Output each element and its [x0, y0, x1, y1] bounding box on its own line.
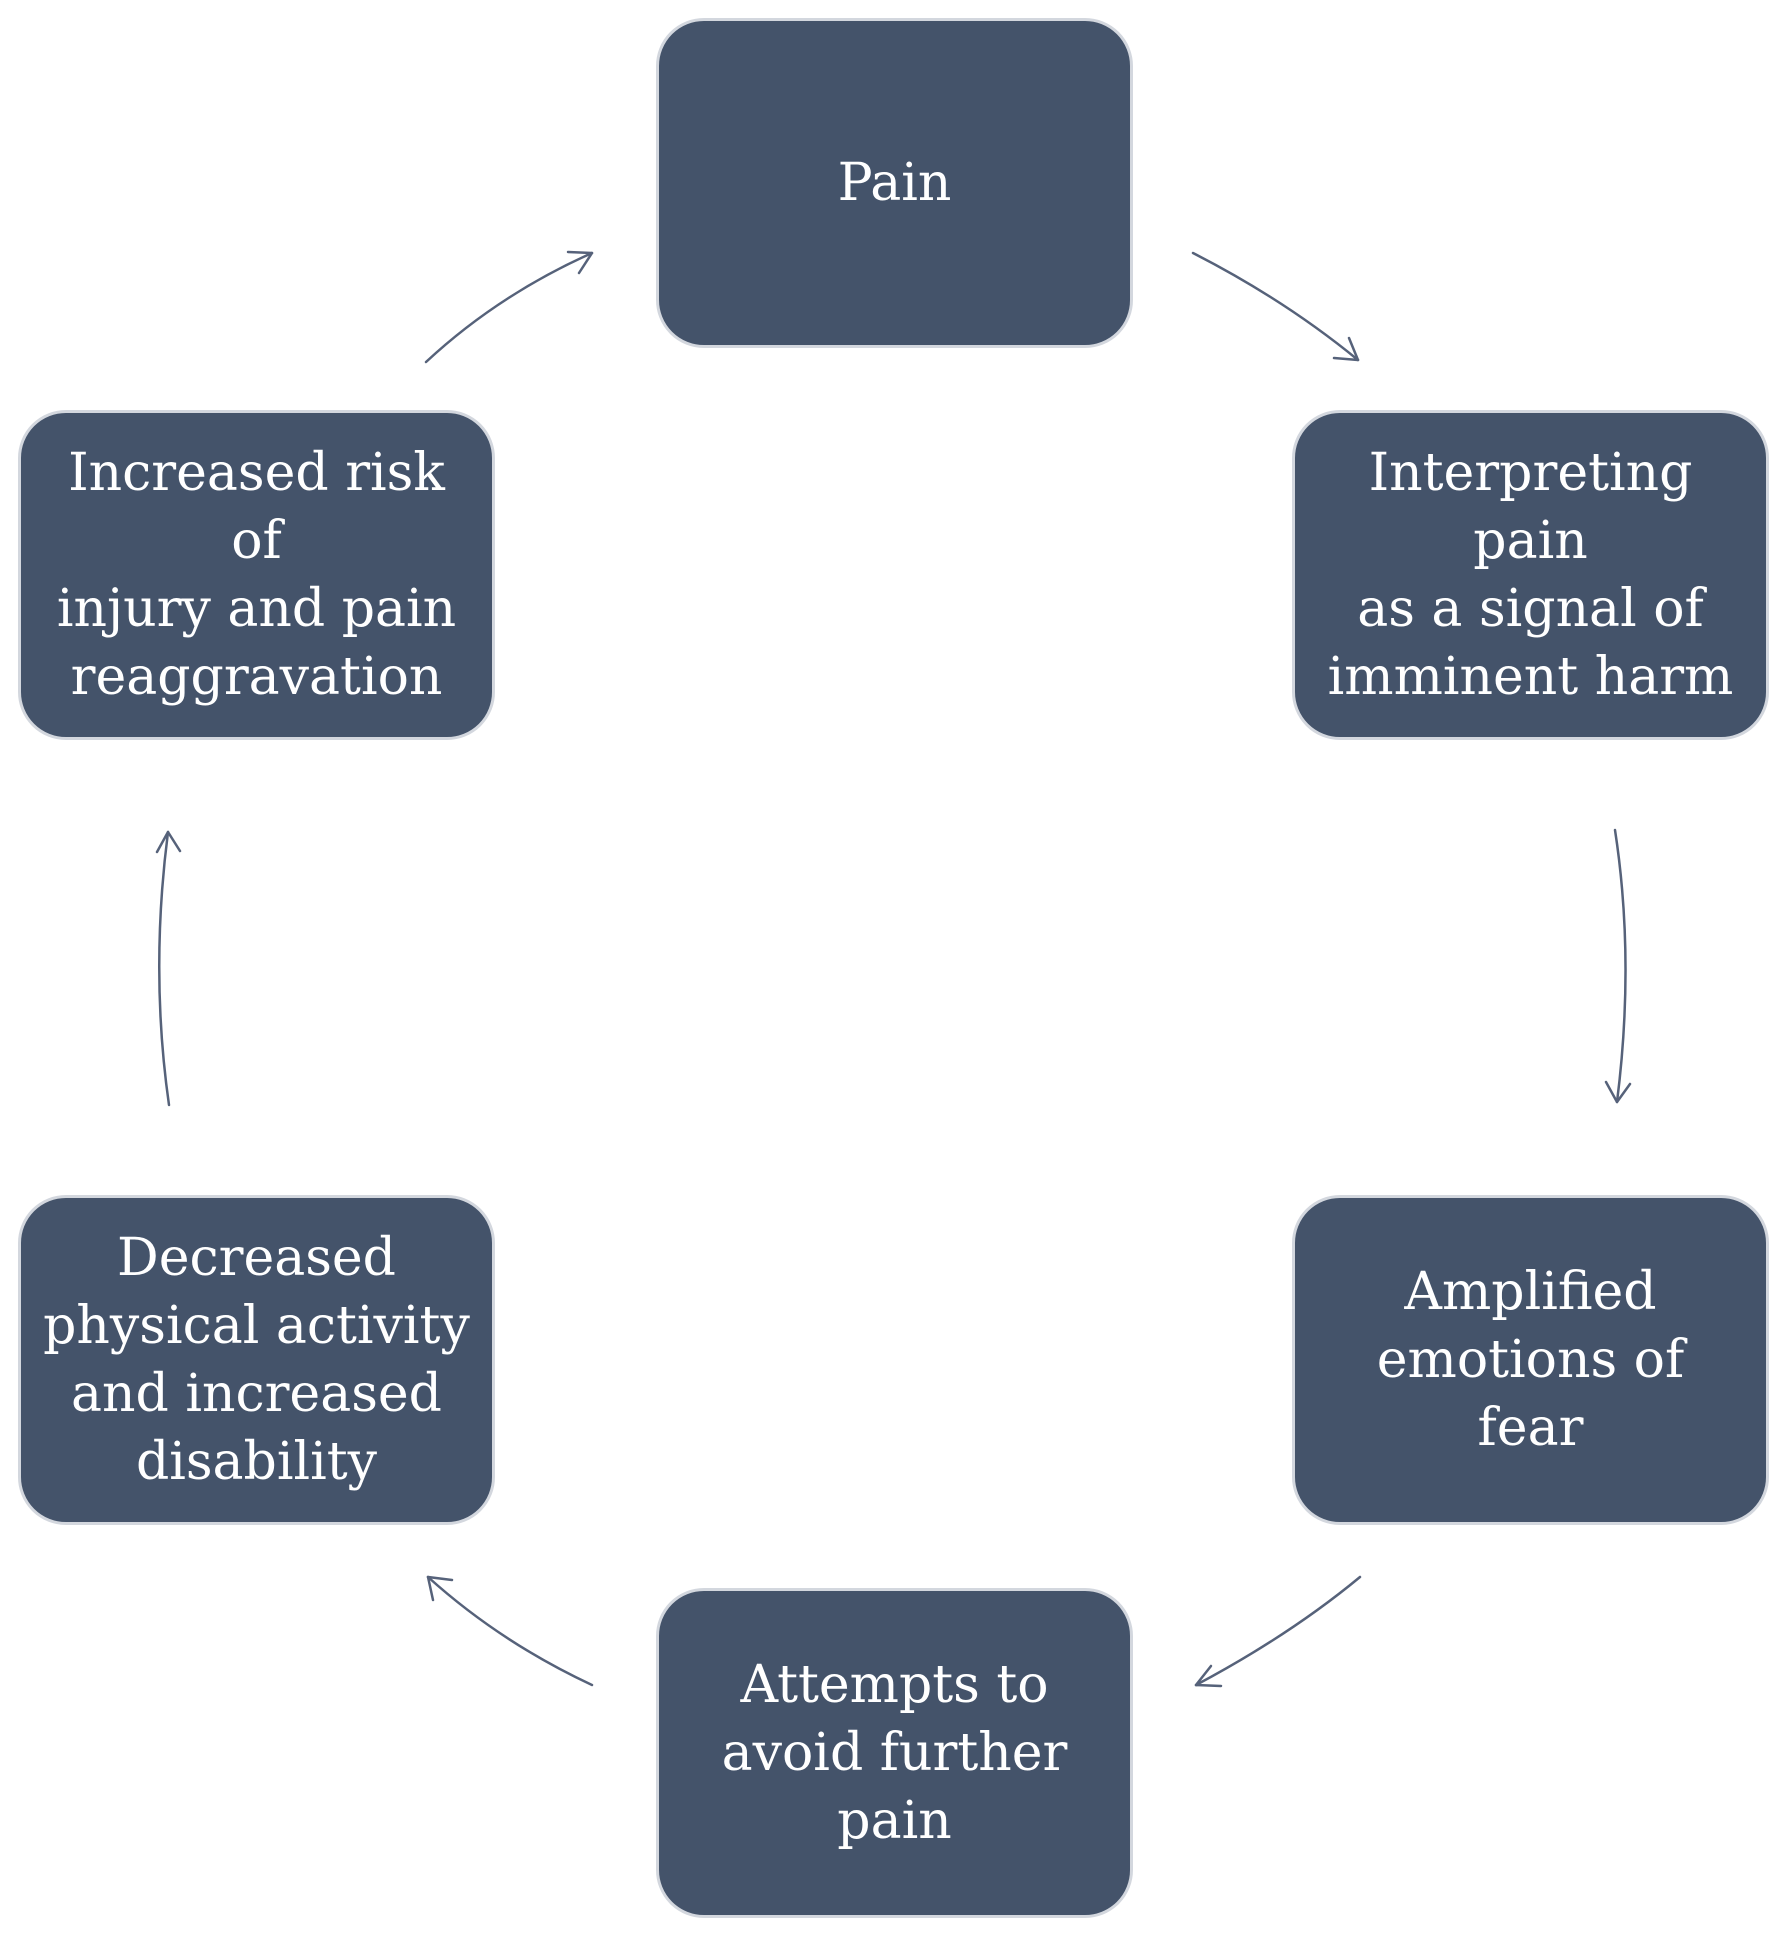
- arrow-decreased-to-increased: [155, 830, 182, 1107]
- arrow-interpreting-to-amplified: [1604, 828, 1632, 1104]
- node-interpreting-pain-line-2: as a signal of: [1357, 579, 1704, 639]
- arrow-increased-to-pain: [424, 250, 594, 364]
- node-decreased-activity-line-1: Decreased: [117, 1228, 396, 1288]
- node-pain: Pain: [656, 18, 1133, 348]
- node-avoidance-attempts-line-1: Attempts to: [740, 1655, 1049, 1715]
- node-avoidance-attempts: Attempts to avoid further pain: [656, 1588, 1133, 1918]
- node-increased-risk-line-2: injury and pain: [56, 579, 457, 639]
- arrow-pain-to-interpreting: [1191, 251, 1360, 362]
- node-decreased-activity-line-4: disability: [135, 1432, 378, 1492]
- node-decreased-activity-line-3: and increased: [71, 1364, 442, 1424]
- node-avoidance-attempts-line-3: pain: [837, 1791, 952, 1851]
- node-increased-risk-line-1: Increased risk of: [68, 443, 445, 571]
- node-interpreting-pain-line-3: imminent harm: [1327, 647, 1734, 707]
- node-decreased-activity-line-2: physical activity: [43, 1296, 470, 1356]
- node-interpreting-pain-line-1: Interpreting pain: [1368, 443, 1693, 571]
- node-interpreting-pain: Interpreting pain as a signal of imminen…: [1292, 410, 1769, 740]
- node-avoidance-attempts-line-2: avoid further: [721, 1723, 1068, 1783]
- node-decreased-activity-text: Decreased physical activity and increase…: [43, 1224, 470, 1496]
- node-increased-risk-text: Increased risk of injury and pain reaggr…: [43, 439, 470, 711]
- node-increased-risk: Increased risk of injury and pain reaggr…: [18, 410, 495, 740]
- node-avoidance-attempts-text: Attempts to avoid further pain: [722, 1651, 1068, 1855]
- node-amplified-fear-line-1: Amplified: [1404, 1262, 1657, 1322]
- node-decreased-activity: Decreased physical activity and increase…: [18, 1195, 495, 1525]
- node-interpreting-pain-text: Interpreting pain as a signal of imminen…: [1317, 439, 1744, 711]
- node-amplified-fear: Amplified emotions of fear: [1292, 1195, 1769, 1525]
- node-increased-risk-line-3: reaggravation: [70, 647, 443, 707]
- node-pain-text: Pain: [838, 149, 952, 217]
- node-amplified-fear-text: Amplified emotions of fear: [1317, 1258, 1744, 1462]
- node-amplified-fear-line-2: emotions of fear: [1376, 1330, 1685, 1458]
- arrow-attempts-to-decreased: [426, 1575, 594, 1687]
- node-pain-line-1: Pain: [837, 153, 952, 213]
- arrow-amplified-to-attempts: [1194, 1575, 1362, 1688]
